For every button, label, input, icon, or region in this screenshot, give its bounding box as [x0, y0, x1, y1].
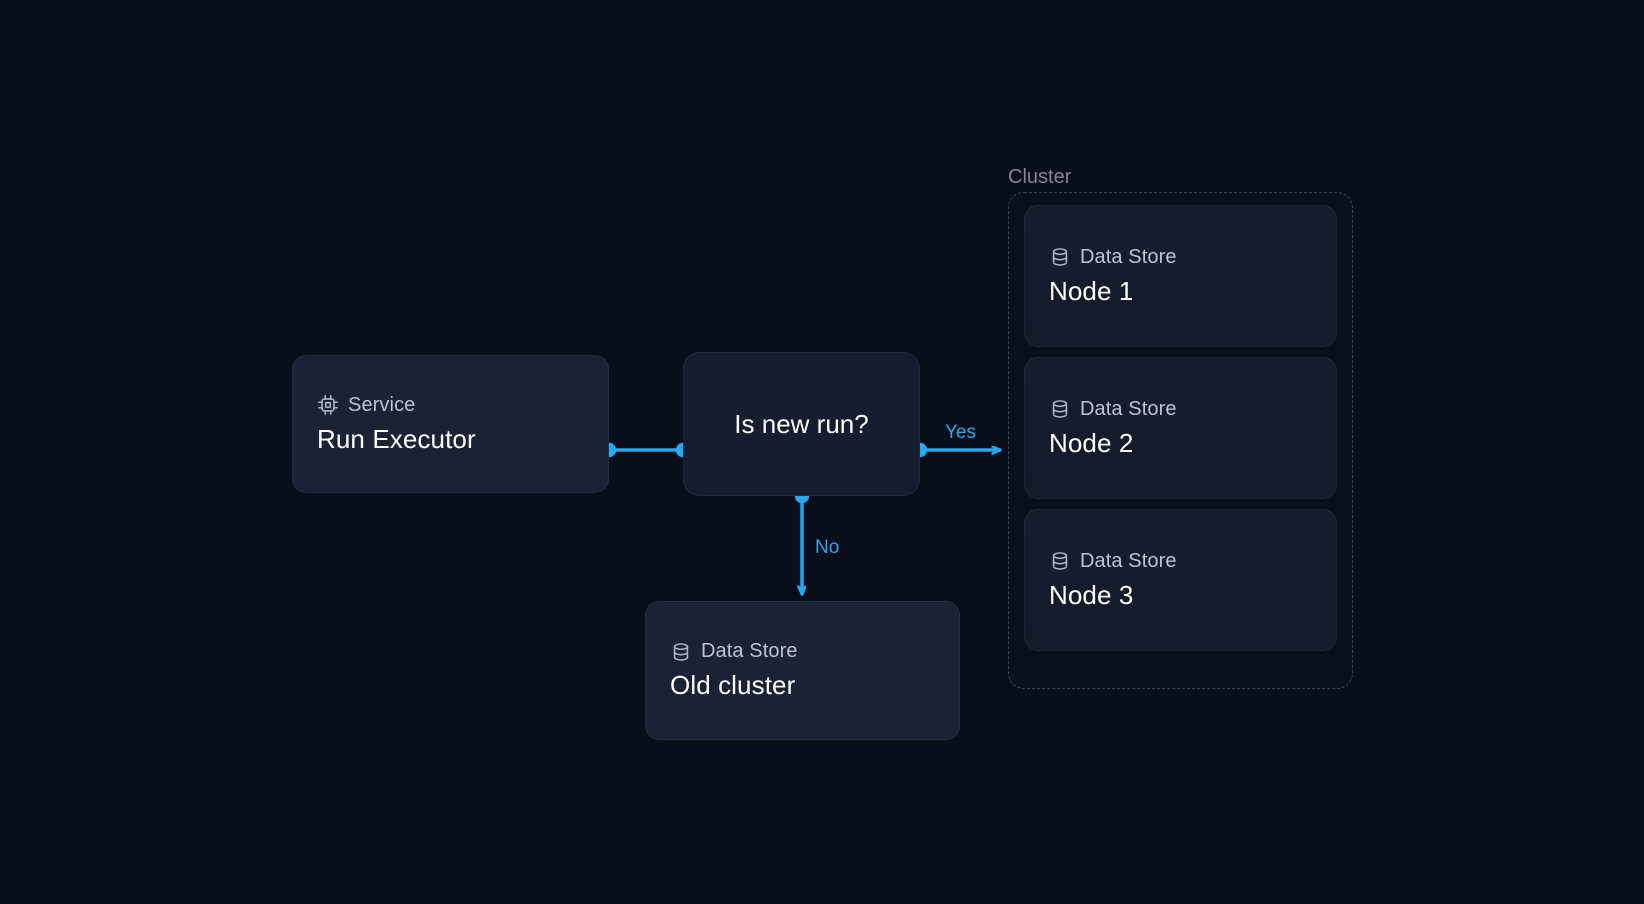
node-header: Service	[317, 394, 584, 417]
node-kind-label: Service	[348, 393, 416, 416]
database-icon	[1049, 398, 1071, 420]
node-kind-label: Data Store	[1080, 549, 1177, 572]
node-node-1[interactable]: Data Store Node 1	[1024, 205, 1337, 347]
node-node-2[interactable]: Data Store Node 2	[1024, 357, 1337, 499]
cpu-icon	[317, 394, 339, 416]
node-header: Data Store	[670, 640, 935, 663]
node-kind-label: Data Store	[701, 640, 798, 662]
node-title: Node 1	[1049, 275, 1134, 306]
node-node-3[interactable]: Data Store Node 3	[1024, 509, 1337, 651]
database-icon	[1049, 246, 1071, 268]
edge-label-yes: Yes	[945, 422, 976, 443]
node-header: Data Store	[1049, 398, 1312, 421]
node-old-cluster[interactable]: Data Store Old cluster	[645, 601, 960, 740]
node-title: Node 3	[1049, 579, 1134, 610]
node-header: Data Store	[1049, 246, 1312, 269]
node-title: Run Executor	[317, 423, 476, 454]
cluster-group-label: Cluster	[1008, 166, 1072, 188]
edge-decision-no	[794, 488, 810, 596]
database-icon	[1049, 550, 1071, 572]
node-kind-label: Data Store	[1080, 397, 1177, 420]
node-title: Is new run?	[734, 408, 869, 439]
node-is-new-run[interactable]: Is new run?	[683, 352, 920, 496]
edge-executor-to-decision	[601, 442, 691, 458]
node-header: Data Store	[1049, 550, 1312, 573]
node-run-executor[interactable]: Service Run Executor	[292, 355, 609, 493]
cluster-group-box[interactable]	[1008, 192, 1353, 689]
node-title: Old cluster	[670, 670, 796, 700]
edge-label-no: No	[815, 537, 840, 558]
database-icon	[670, 641, 692, 663]
node-title: Node 2	[1049, 427, 1134, 458]
edge-decision-yes	[912, 442, 1002, 458]
node-kind-label: Data Store	[1080, 245, 1177, 268]
